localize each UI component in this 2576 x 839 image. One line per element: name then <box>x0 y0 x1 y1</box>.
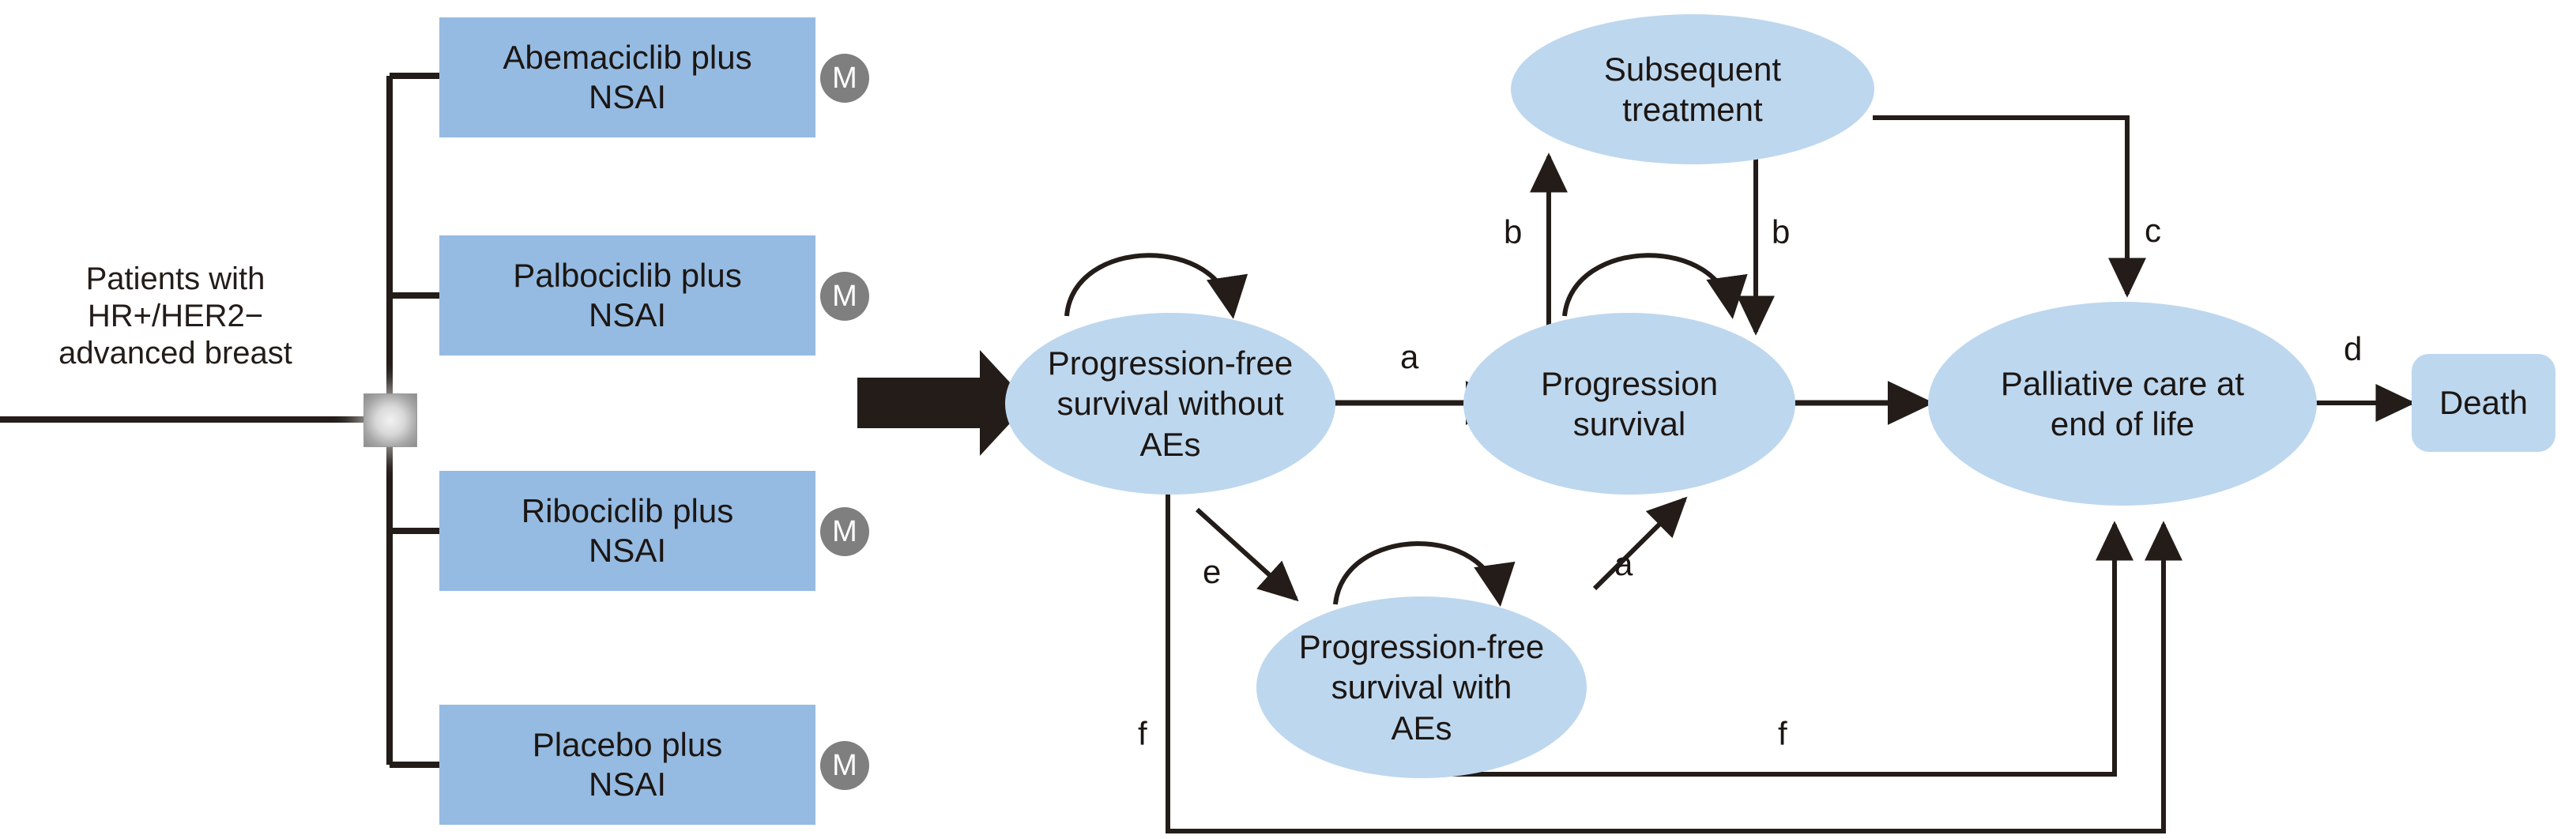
edge-e <box>1195 507 1299 602</box>
state-progression-survival[interactable]: Progression survival <box>1463 313 1795 495</box>
edge-label-b-down: b <box>1772 213 1791 250</box>
state-subsequent-treatment[interactable]: Subsequent treatment <box>1511 14 1874 164</box>
edge-a-bottom <box>1592 496 1688 591</box>
markov-marker-ribociclib[interactable]: M <box>820 507 869 556</box>
state-death[interactable]: Death <box>2412 354 2555 452</box>
arm-box-placebo[interactable]: Placebo plus NSAI <box>439 705 815 825</box>
self-loop-progression <box>1562 253 1748 319</box>
edge-label-c: c <box>2145 212 2161 249</box>
cohort-label: Patients with HR+/HER2− advanced breast <box>58 261 292 371</box>
edge-label-d: d <box>2344 330 2363 367</box>
edge-label-a-top: a <box>1400 338 1419 375</box>
state-pfs-without-aes[interactable]: Progression-free survival without AEs <box>1005 313 1335 495</box>
edge-label-f-outer: f <box>1138 715 1147 752</box>
edge-f-outer <box>1166 494 2182 833</box>
self-loop-pfs-no-ae <box>1064 253 1248 319</box>
edge-label-a-bottom: a <box>1614 545 1633 582</box>
markov-marker-palbociclib[interactable]: M <box>820 272 869 321</box>
edge-c <box>1873 115 2146 298</box>
edge-label-f-inner: f <box>1778 715 1787 752</box>
markov-marker-placebo[interactable]: M <box>820 741 869 790</box>
decision-node[interactable] <box>363 393 417 447</box>
edge-label-e: e <box>1203 553 1222 590</box>
arm-box-abemaciclib[interactable]: Abemaciclib plus NSAI <box>439 17 815 137</box>
block-arrow-right-shape <box>857 350 1029 456</box>
arm-box-ribociclib[interactable]: Ribociclib plus NSAI <box>439 471 815 591</box>
state-pfs-with-aes[interactable]: Progression-free survival with AEs <box>1256 596 1587 778</box>
arm-box-palbociclib[interactable]: Palbociclib plus NSAI <box>439 235 815 356</box>
state-palliative-care[interactable]: Palliative care at end of life <box>1928 302 2317 506</box>
edge-label-b-up: b <box>1504 213 1523 250</box>
self-loop-pfs-ae <box>1333 541 1516 607</box>
markov-marker-abemaciclib[interactable]: M <box>820 54 869 103</box>
